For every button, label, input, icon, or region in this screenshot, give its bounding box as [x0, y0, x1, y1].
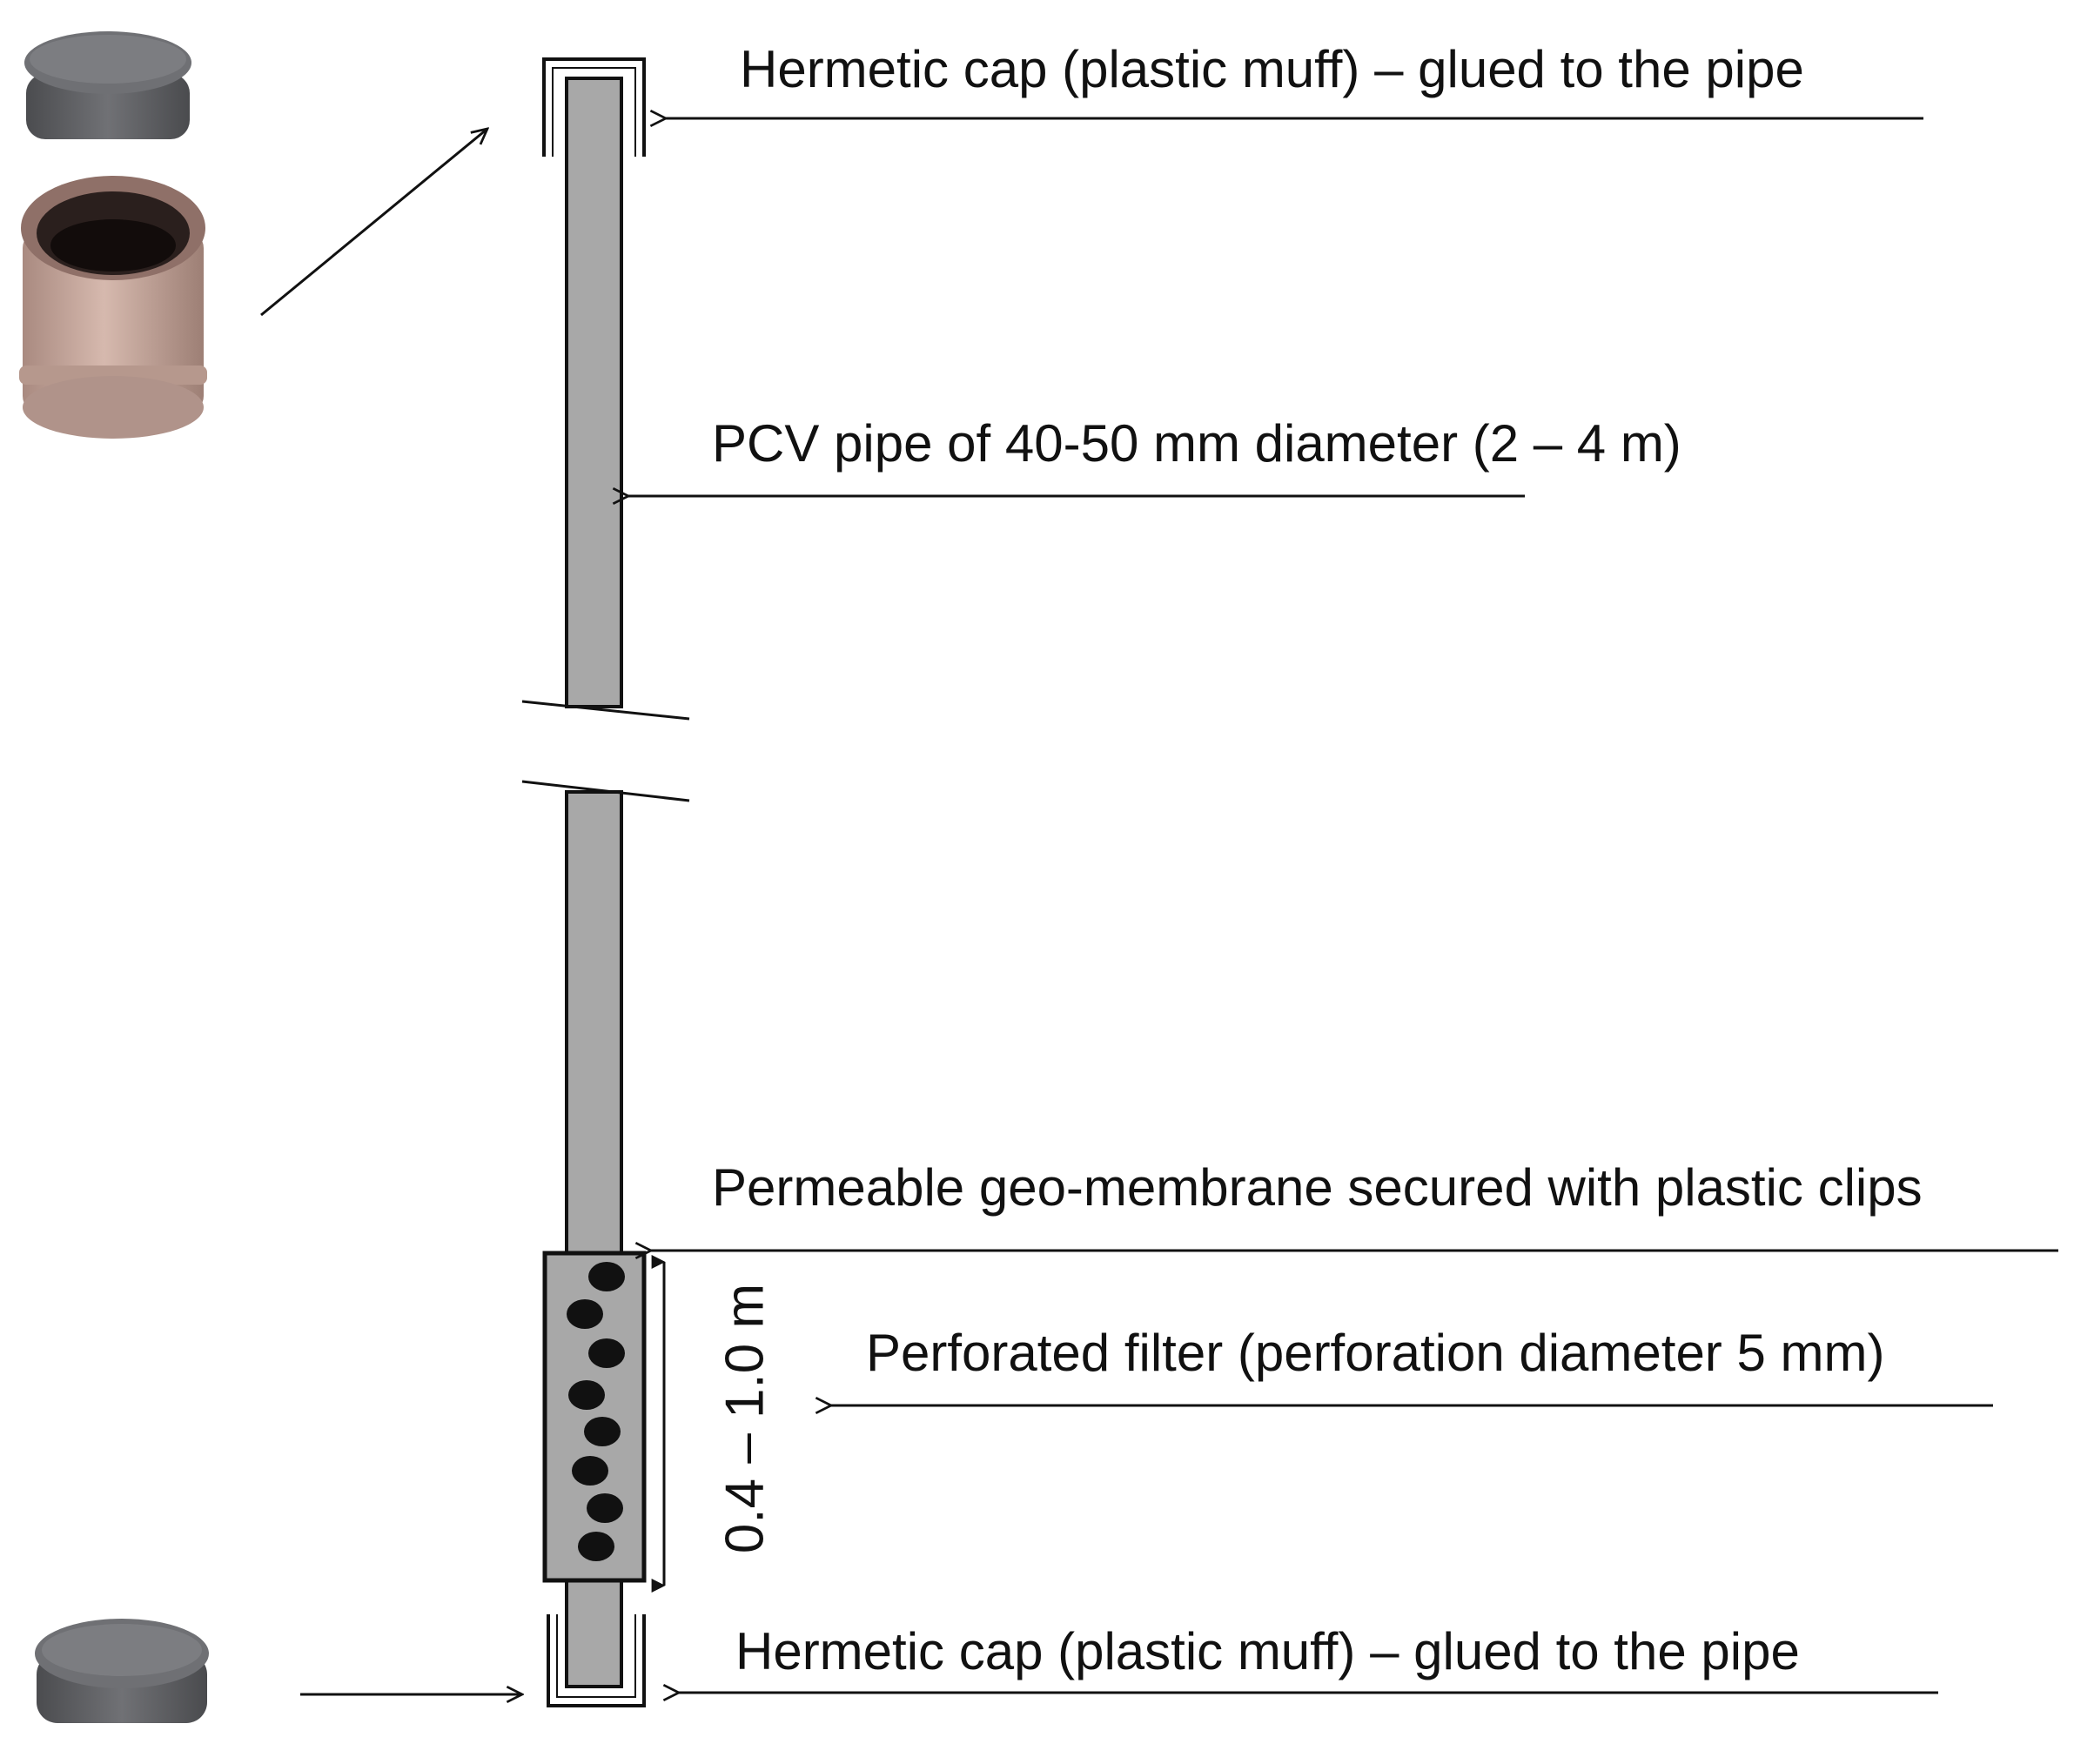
pipe-label: PCV pipe of 40-50 mm diameter (2 – 4 m): [712, 414, 1681, 473]
filter-label: Perforated filter (perforation diameter …: [866, 1324, 1884, 1382]
perforation: [588, 1338, 625, 1368]
bottom-cap: [547, 1614, 646, 1707]
socket-muff-icon: [19, 176, 207, 439]
perforation: [578, 1532, 614, 1561]
perforation: [567, 1299, 603, 1329]
top-cap-inner: [552, 67, 636, 157]
perforation: [568, 1380, 605, 1410]
top-cap: [542, 57, 646, 157]
filter-length-label: 0.4 – 1.0 m: [715, 1284, 775, 1553]
bottom-cap-label: Hermetic cap (plastic muff) – glued to t…: [735, 1622, 1800, 1680]
perforation: [572, 1456, 608, 1486]
top-cap-pointer-arrow: [260, 129, 487, 317]
perforation: [587, 1493, 623, 1523]
pipe-break-lines: [521, 700, 690, 802]
top-cap-label: Hermetic cap (plastic muff) – glued to t…: [740, 40, 1804, 98]
end-cap-icon: [35, 1619, 209, 1723]
perforations: [567, 1262, 625, 1561]
perforation: [584, 1417, 621, 1446]
perforation: [588, 1262, 625, 1291]
end-cap-icon: [24, 31, 191, 139]
bottom-cap-inner: [556, 1614, 636, 1698]
membrane-label: Permeable geo-membrane secured with plas…: [712, 1158, 1923, 1217]
